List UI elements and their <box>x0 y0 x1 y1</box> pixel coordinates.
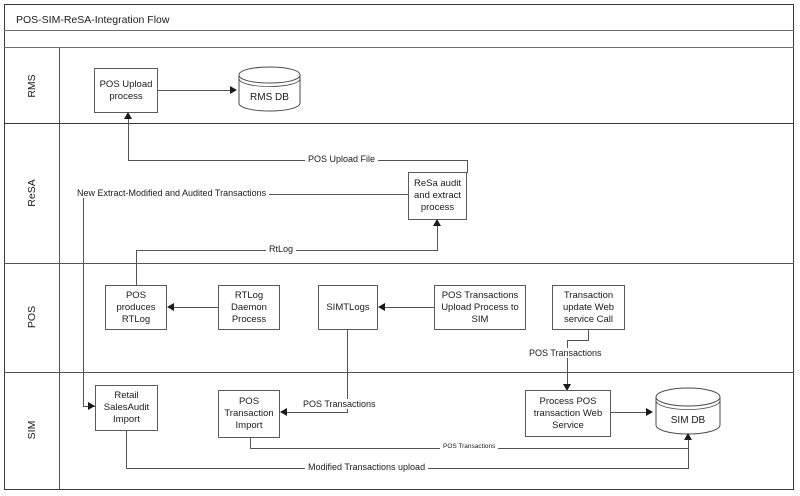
edge-websvc-process-h <box>567 340 589 341</box>
edge-import-simdb-v1 <box>250 438 251 448</box>
edge-resa-upload-h <box>128 160 468 161</box>
node-label: Transaction update Web service Call <box>562 289 615 325</box>
edge-label-pos-transactions-websvc: POS Transactions <box>526 348 605 358</box>
node-label: POS Upload process <box>99 78 153 102</box>
lane-header-rms: RMS <box>4 48 60 123</box>
node-label: POS Transaction Import <box>224 396 274 431</box>
edge-simdb-salesaudit-v1 <box>688 448 689 468</box>
node-sim-db[interactable]: SIM DB <box>655 387 721 435</box>
edge-daemon-rtlog-arrow <box>167 303 174 311</box>
edge-resa-salesaudit-arrow <box>88 402 95 410</box>
node-pos-upload-process[interactable]: POS Upload process <box>94 68 158 113</box>
edge-simtlogs-import-v <box>347 330 348 412</box>
lane-header-pos: POS <box>4 263 60 372</box>
edge-label-modified-transactions: Modified Transactions upload <box>305 462 429 472</box>
diagram-frame <box>4 4 794 490</box>
lane-header-resa: ReSA <box>4 123 60 263</box>
node-rms-db[interactable]: RMS DB <box>238 66 301 112</box>
node-retail-salesaudit[interactable]: Retail SalesAudit Import <box>95 385 158 431</box>
database-icon <box>655 387 721 435</box>
edge-daemon-rtlog-line <box>174 307 218 308</box>
node-process-pos-tx-web[interactable]: Process POS transaction Web Service <box>525 390 611 437</box>
node-rtlog-daemon[interactable]: RTLog Daemon Process <box>218 285 280 330</box>
edge-import-simdb-arrow <box>684 433 692 440</box>
edge-rtlog-resa-v1 <box>136 250 137 286</box>
node-tx-update-web-svc[interactable]: Transaction update Web service Call <box>552 285 625 330</box>
lane-divider-pos-sim <box>4 372 794 373</box>
edge-label-rtlog: RtLog <box>266 244 297 254</box>
edge-label-pos-transactions-import: POS Transactions <box>300 399 379 409</box>
edge-resa-upload-arrow <box>124 112 132 119</box>
edge-process-simdb-arrow <box>646 408 653 416</box>
node-label: POS Transactions Upload Process to SIM <box>441 289 519 325</box>
edge-label-new-extract: New Extract-Modified and Audited Transac… <box>74 188 270 198</box>
edge-label-pos-transactions-simdb: POS Transactions <box>440 443 499 450</box>
edge-websvc-process-v1 <box>588 330 589 340</box>
node-pos-produces-rtlog[interactable]: POS produces RTLog <box>105 285 167 330</box>
node-pos-tx-import[interactable]: POS Transaction Import <box>218 390 280 438</box>
diagram-subheader-row <box>4 31 794 48</box>
edge-upload-to-rmsdb-arrow <box>230 86 237 94</box>
node-label: SIMTLogs <box>326 301 370 313</box>
node-label: RMS DB <box>250 92 289 103</box>
node-label: RTLog Daemon Process <box>231 289 267 325</box>
edge-rtlog-resa-v2 <box>437 226 438 251</box>
node-label: POS produces RTLog <box>116 289 156 325</box>
node-resa-audit-extract[interactable]: ReSa audit and extract process <box>408 172 467 220</box>
node-label: SIM DB <box>670 415 706 426</box>
lane-label-pos: POS <box>26 305 38 329</box>
edge-simtlogs-import-h <box>287 412 348 413</box>
database-icon <box>238 66 301 112</box>
edge-simtlogs-import-arrow <box>280 408 287 416</box>
edge-resa-upload-v2 <box>128 118 129 161</box>
node-simtlogs[interactable]: SIMTLogs <box>318 285 378 330</box>
diagram-title: POS-SIM-ReSA-Integration Flow <box>16 14 170 26</box>
diagram-title-bar: POS-SIM-ReSA-Integration Flow <box>4 4 794 31</box>
edge-import-simdb-v2 <box>688 440 689 449</box>
lane-divider-rms-resa <box>4 123 794 124</box>
edge-websvc-process-arrow <box>563 384 571 391</box>
lane-label-rms: RMS <box>26 74 38 98</box>
edge-upload-simtlogs-line <box>385 307 434 308</box>
lane-label-sim: SIM <box>26 420 38 440</box>
lane-divider-resa-pos <box>4 263 794 264</box>
edge-websvc-process-v2 <box>567 340 568 384</box>
edge-resa-salesaudit-v <box>83 194 84 406</box>
edge-resa-upload-v1 <box>467 160 468 173</box>
lane-label-resa: ReSA <box>26 179 38 207</box>
edge-upload-to-rmsdb-line <box>158 90 230 91</box>
node-label: ReSa audit and extract process <box>413 178 461 213</box>
edge-process-simdb-line <box>611 412 648 413</box>
node-label: Process POS transaction Web Service <box>533 395 603 431</box>
edge-label-pos-upload-file: POS Upload File <box>305 154 379 164</box>
node-pos-tx-upload-sim[interactable]: POS Transactions Upload Process to SIM <box>434 285 526 330</box>
edge-rtlog-resa-arrow <box>433 219 441 226</box>
edge-upload-simtlogs-arrow <box>378 303 385 311</box>
edge-simdb-salesaudit-v2 <box>126 431 127 469</box>
lane-header-sim: SIM <box>4 372 60 490</box>
node-label: Retail SalesAudit Import <box>103 390 150 425</box>
